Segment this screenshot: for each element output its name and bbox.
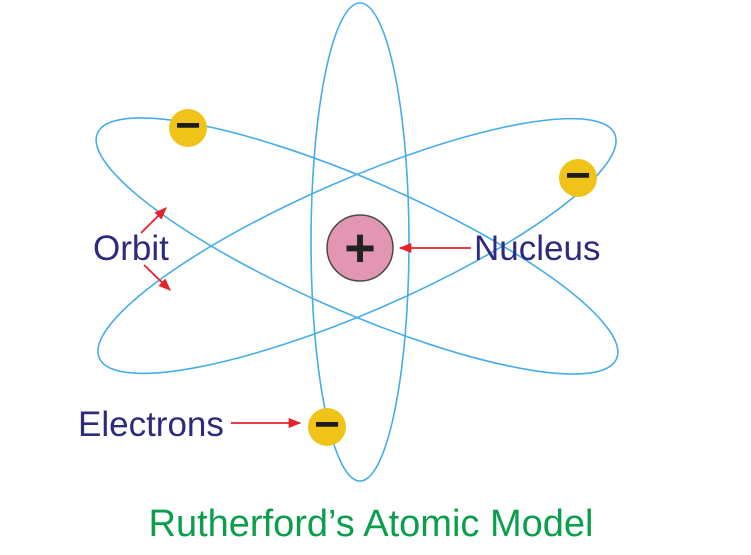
nucleus: +: [326, 214, 394, 282]
electron-circle: [559, 159, 597, 197]
orbit-ellipse-ascending: [97, 117, 617, 375]
orbit-arrow-upper: [140, 207, 167, 234]
orbit-ellipse-descending: [95, 117, 619, 375]
nucleus-label: Nucleus: [474, 229, 600, 268]
orbit-ellipse-vertical: [310, 2, 410, 482]
minus-icon: −: [314, 400, 340, 449]
electron-circle: [169, 109, 207, 147]
electron-circle: [308, 408, 346, 446]
electron-top-left: −: [169, 101, 207, 150]
electron-right: −: [559, 151, 597, 200]
orbit-label: Orbit: [93, 229, 169, 268]
minus-icon: −: [565, 151, 591, 200]
arrow-group: [140, 207, 471, 429]
minus-icon: −: [175, 101, 201, 150]
electron-bottom: −: [308, 400, 346, 449]
orbit-arrow-lower: [143, 264, 171, 291]
nucleus-circle: [326, 214, 394, 282]
orbit-group: [95, 2, 619, 482]
diagram-title: Rutherford’s Atomic Model: [149, 503, 594, 545]
electrons-label: Electrons: [78, 405, 224, 444]
plus-icon: +: [344, 218, 376, 278]
